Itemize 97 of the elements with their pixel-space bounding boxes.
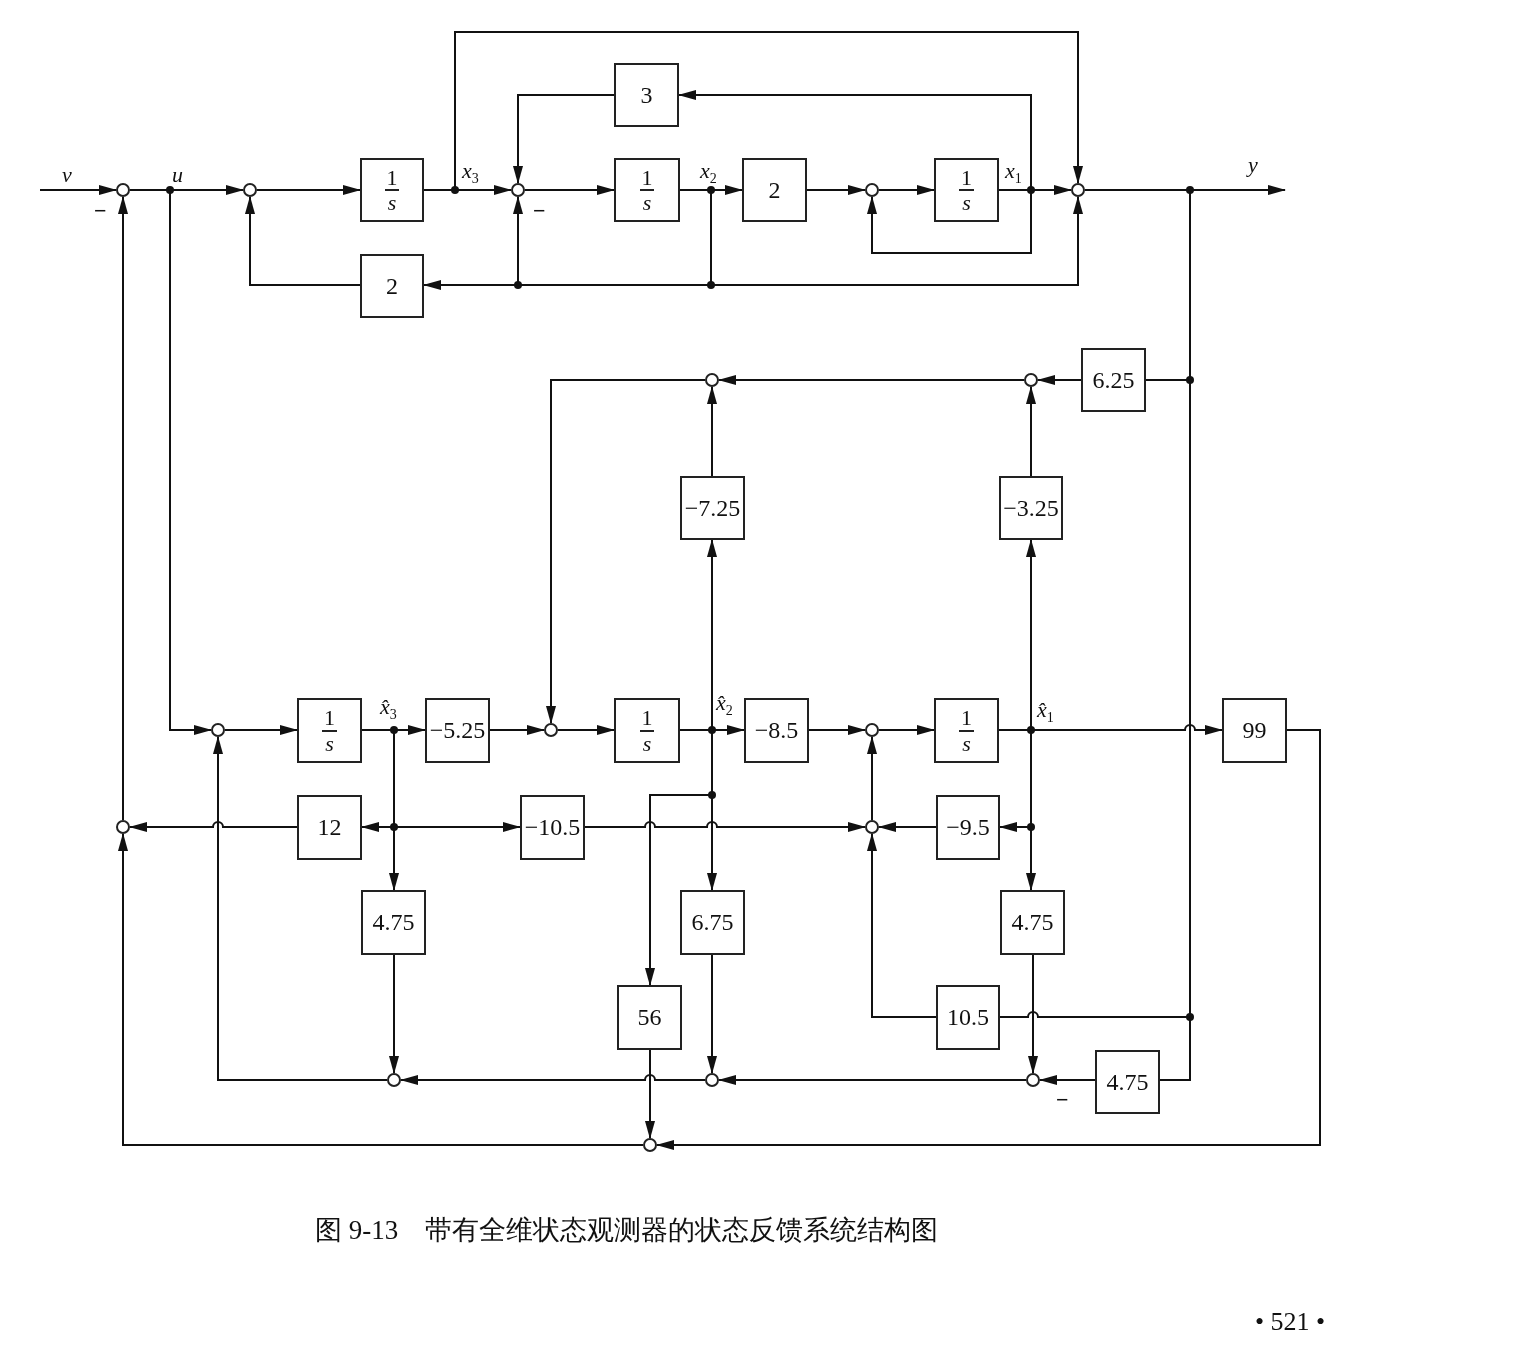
gain-block: 4.75 [1000, 890, 1065, 955]
signal-label: x$_{1}$ [1005, 158, 1022, 188]
signal-label: y [1248, 152, 1258, 178]
signal-arrow [707, 954, 717, 1074]
signal-arrow [39, 185, 117, 195]
signal-arrow [489, 725, 545, 735]
signal-arrow [129, 821, 298, 832]
summing-junction [865, 723, 879, 737]
signal-arrow [718, 1075, 1027, 1085]
transfer-function: 1 s [384, 165, 400, 215]
gain-block: 56 [617, 985, 682, 1050]
signal-label: x̂$_{2}$ [716, 690, 733, 720]
signal-arrow [878, 725, 935, 735]
signal-arrow [998, 729, 1036, 891]
integrator-block [614, 158, 680, 222]
integrator-block [360, 158, 424, 222]
minus-sign: − [1056, 1087, 1069, 1113]
transfer-function: 1 s [322, 706, 337, 755]
signal-label: x̂$_{1}$ [1037, 697, 1054, 727]
gain-block: 6.25 [1081, 348, 1146, 412]
summing-junction [387, 1073, 401, 1087]
gain-block: 10.5 [936, 985, 1000, 1050]
summing-junction [511, 183, 525, 197]
integrator-block [934, 158, 999, 222]
figure-caption: 图 9-13 带有全维状态观测器的状态反馈系统结构图 [315, 1214, 939, 1247]
signal-arrow [118, 196, 128, 821]
summing-junction [865, 183, 879, 197]
signal-arrow [213, 736, 388, 1081]
signal-label: x$_{2}$ [700, 158, 717, 188]
signal-arrow [546, 379, 706, 724]
minus-sign: − [94, 198, 107, 224]
signal-arrow [679, 729, 717, 891]
signal-label: x̂$_{3}$ [380, 694, 397, 724]
summing-junction [705, 373, 719, 387]
signal-arrow [389, 954, 399, 1074]
summing-junction [865, 820, 879, 834]
integrator-block [934, 698, 999, 763]
summing-junction [1026, 1073, 1040, 1087]
signal-label: u [172, 162, 183, 188]
signal-label: v [62, 162, 72, 188]
summing-junction [544, 723, 558, 737]
minus-sign: − [533, 198, 546, 224]
signal-arrow [524, 185, 615, 195]
gain-block: −8.5 [744, 698, 809, 763]
gain-block: 99 [1222, 698, 1287, 763]
gain-block: 4.75 [361, 890, 426, 955]
transfer-function: 1 s [639, 165, 655, 215]
signal-arrow [118, 833, 644, 1146]
transfer-function: 1 s [639, 706, 655, 755]
gain-block: −3.25 [999, 476, 1063, 540]
integrator-block [297, 698, 362, 763]
signal-arrow [361, 729, 399, 891]
signal-arrow [867, 189, 1032, 254]
gain-block: −5.25 [425, 698, 490, 763]
summing-junction [705, 1073, 719, 1087]
signal-arrow [1039, 1075, 1096, 1085]
signal-arrow [400, 1074, 706, 1085]
signal-arrow [584, 821, 866, 832]
summing-junction [643, 1138, 657, 1152]
signal-arrow [718, 375, 1025, 385]
gain-block: 12 [297, 795, 362, 860]
signal-arrow [256, 185, 361, 195]
signal-arrow [1037, 375, 1082, 385]
transfer-function: 1 s [959, 165, 974, 215]
gain-block: −10.5 [520, 795, 585, 860]
signal-arrow [656, 729, 1321, 1150]
signal-arrow [645, 1049, 655, 1139]
signal-arrow [245, 196, 361, 286]
page-number: • 521 • [1255, 1307, 1326, 1337]
summing-junction [1071, 183, 1085, 197]
signal-arrow [878, 185, 935, 195]
gain-block: −9.5 [936, 795, 1000, 860]
gain-block: 4.75 [1095, 1050, 1160, 1114]
signal-arrow [707, 386, 717, 477]
summing-junction [116, 183, 130, 197]
signal-arrow [513, 94, 615, 184]
signal-arrow [878, 822, 937, 832]
summing-junction [1024, 373, 1038, 387]
signal-label: x$_{3}$ [462, 158, 479, 188]
signal-arrow [224, 725, 298, 735]
signal-arrow [557, 725, 615, 735]
transfer-function: 1 s [959, 706, 974, 755]
summing-junction [243, 183, 257, 197]
summing-junction [116, 820, 130, 834]
gain-block: −7.25 [680, 476, 745, 540]
signal-arrow [1028, 954, 1038, 1074]
integrator-block [614, 698, 680, 763]
summing-junction [211, 723, 225, 737]
gain-block: 2 [742, 158, 807, 222]
signal-arrow [1026, 386, 1036, 477]
signal-arrow [867, 736, 877, 821]
gain-block: 6.75 [680, 890, 745, 955]
signal-arrow [808, 725, 866, 735]
gain-block: 3 [614, 63, 679, 127]
signal-arrow [867, 833, 937, 1018]
signal-arrow [806, 185, 866, 195]
gain-block: 2 [360, 254, 424, 318]
